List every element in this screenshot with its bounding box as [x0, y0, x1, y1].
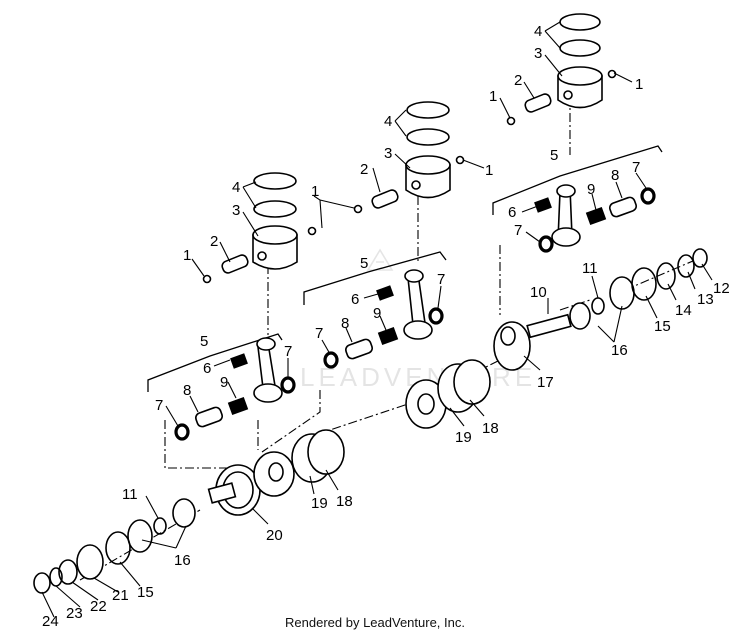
callout-7: 7	[632, 159, 640, 176]
left-end-parts	[33, 498, 196, 594]
callout-22: 22	[90, 598, 107, 615]
callout-3: 3	[232, 202, 240, 219]
callout-16: 16	[611, 342, 628, 359]
callout-18: 18	[482, 420, 499, 437]
callout-numbers: 1 1 1 1 1 2 2 2 3 3 3 4 4 4 5 5 5 6 6 6 …	[42, 23, 730, 630]
callout-12: 12	[713, 280, 730, 297]
callout-2: 2	[210, 233, 218, 250]
callout-3: 3	[384, 145, 392, 162]
leader-lines	[41, 21, 713, 618]
callout-15: 15	[654, 318, 671, 335]
callout-2: 2	[514, 72, 522, 89]
callout-7: 7	[284, 343, 292, 360]
callout-9: 9	[220, 374, 228, 391]
callout-13: 13	[697, 291, 714, 308]
callout-6: 6	[203, 360, 211, 377]
crankshaft-left	[207, 429, 345, 516]
callout-7: 7	[514, 222, 522, 239]
callout-7: 7	[437, 271, 445, 288]
callout-16: 16	[174, 552, 191, 569]
callout-1: 1	[311, 183, 319, 200]
piston-pins-and-clips	[202, 69, 617, 284]
callout-18: 18	[336, 493, 353, 510]
callout-11: 11	[122, 486, 138, 503]
watermark-logo	[366, 248, 394, 271]
rod-bearings-and-washers	[174, 187, 656, 441]
callout-5: 5	[200, 333, 208, 350]
right-end-parts	[569, 248, 708, 330]
connecting-rods	[253, 184, 581, 403]
brace-5	[147, 145, 663, 392]
callout-7: 7	[155, 397, 163, 414]
callout-7: 7	[315, 325, 323, 342]
piston-right	[557, 13, 603, 109]
callout-5: 5	[550, 147, 558, 164]
callout-1: 1	[489, 88, 497, 105]
callout-4: 4	[534, 23, 542, 40]
crankshaft-middle	[405, 359, 491, 429]
callout-3: 3	[534, 45, 542, 62]
callout-8: 8	[611, 167, 619, 184]
callout-9: 9	[373, 305, 381, 322]
callout-6: 6	[508, 204, 516, 221]
callout-11: 11	[582, 260, 598, 277]
callout-1: 1	[485, 162, 493, 179]
callout-23: 23	[66, 605, 83, 622]
callout-19: 19	[455, 429, 472, 446]
callout-21: 21	[112, 587, 129, 604]
piston-left	[252, 172, 298, 270]
callout-10: 10	[530, 284, 547, 301]
callout-19: 19	[311, 495, 328, 512]
callout-24: 24	[42, 613, 59, 630]
callout-1: 1	[635, 76, 643, 93]
callout-15: 15	[137, 584, 154, 601]
callout-2: 2	[360, 161, 368, 178]
callout-14: 14	[675, 302, 692, 319]
callout-1: 1	[183, 247, 191, 264]
callout-4: 4	[384, 113, 392, 130]
callout-4: 4	[232, 179, 240, 196]
callout-8: 8	[341, 315, 349, 332]
callout-20: 20	[266, 527, 283, 544]
callout-5: 5	[360, 255, 368, 272]
footer-credit: Rendered by LeadVenture, Inc.	[285, 615, 465, 630]
callout-17: 17	[537, 374, 554, 391]
callout-8: 8	[183, 382, 191, 399]
crankshaft-right	[493, 313, 572, 371]
callout-9: 9	[587, 181, 595, 198]
piston-middle	[405, 101, 451, 199]
callout-6: 6	[351, 291, 359, 308]
